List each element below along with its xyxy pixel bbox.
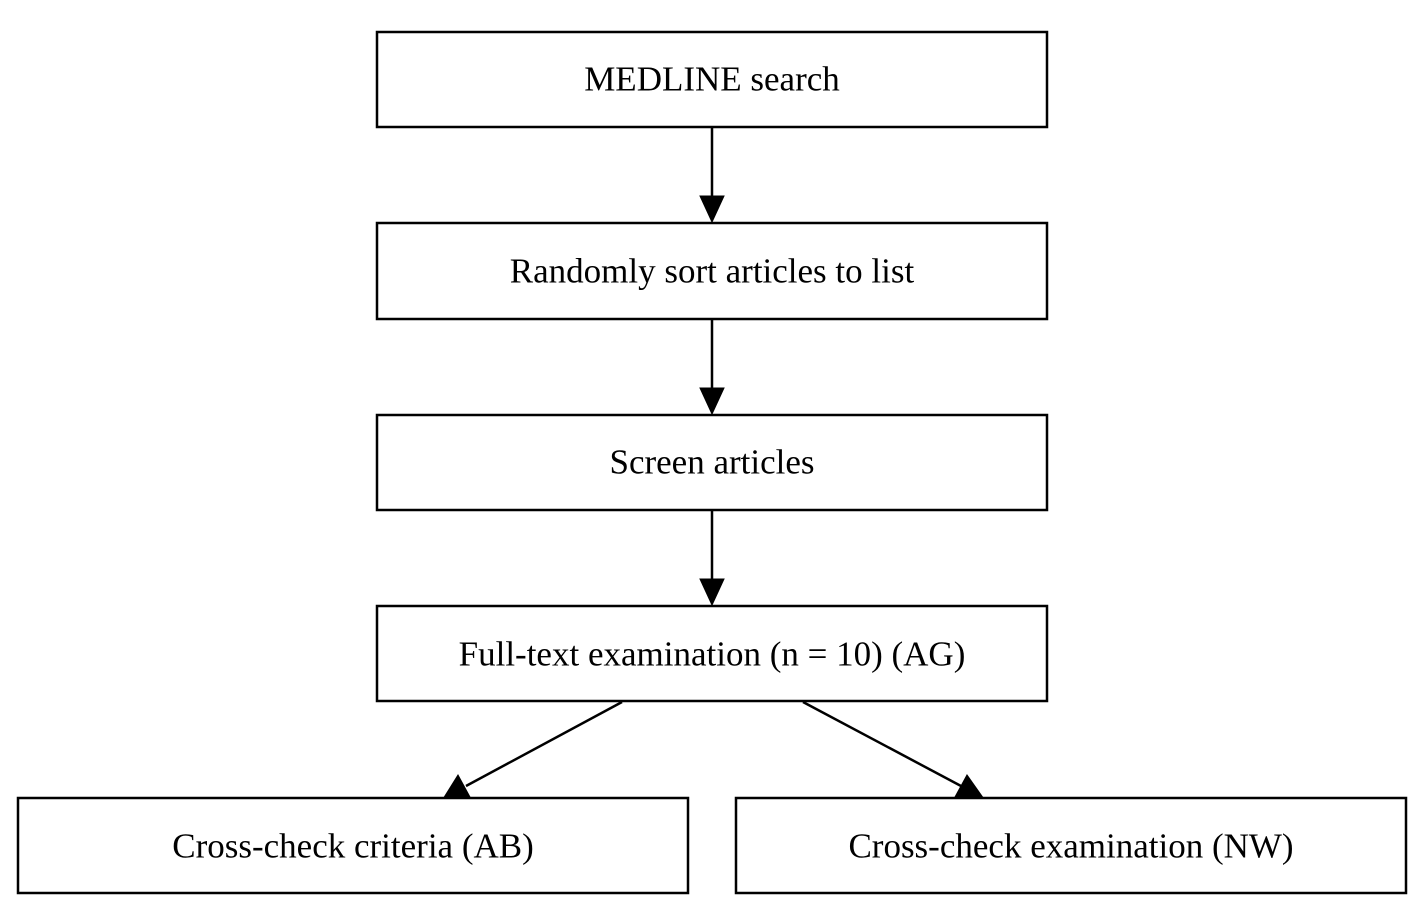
node-screen-articles: Screen articles [375, 413, 1049, 512]
edge-medline-to-sort [699, 128, 725, 224]
node-full-text-examination: Full-text examination (n = 10) (AG) [375, 604, 1049, 703]
node-label-cross-check-examination: Cross-check examination (NW) [848, 827, 1293, 866]
node-randomly-sort: Randomly sort articles to list [375, 221, 1049, 321]
node-medline-search: MEDLINE search [375, 30, 1049, 129]
node-cross-check-examination: Cross-check examination (NW) [734, 796, 1408, 895]
node-label-randomly-sort: Randomly sort articles to list [510, 252, 915, 291]
node-label-full-text-examination: Full-text examination (n = 10) (AG) [459, 635, 966, 674]
edge-fulltext-to-exam [802, 700, 986, 800]
node-cross-check-criteria: Cross-check criteria (AB) [16, 796, 690, 895]
edge-sort-to-screen [699, 320, 725, 416]
edge-fulltext-to-criteria [442, 700, 623, 800]
node-label-medline-search: MEDLINE search [584, 60, 840, 99]
node-label-cross-check-criteria: Cross-check criteria (AB) [172, 827, 534, 866]
node-label-screen-articles: Screen articles [609, 443, 814, 482]
edge-screen-to-fulltext [699, 511, 725, 607]
